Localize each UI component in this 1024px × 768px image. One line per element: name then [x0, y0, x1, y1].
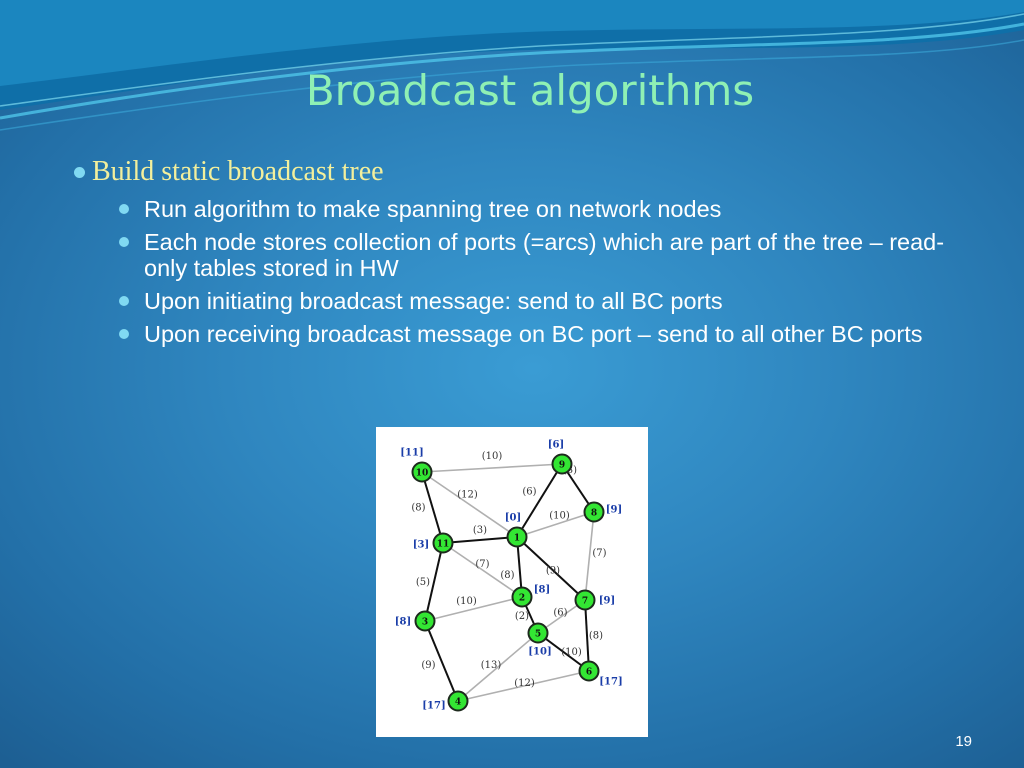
node-distance-tag: [17] — [422, 701, 445, 712]
edge-weight-label: (2) — [515, 611, 529, 622]
bullet-dot-icon — [119, 329, 129, 339]
node-distance-tag: [11] — [400, 448, 423, 459]
edge-weight-label: (8) — [411, 503, 425, 514]
node-distance-tag: [17] — [599, 677, 622, 688]
node-distance-tag: [3] — [413, 540, 429, 551]
graph-node-9 — [551, 453, 573, 475]
slide-title: Broadcast algorithms — [305, 66, 755, 115]
main-bullet-text: Build static broadcast tree — [92, 156, 384, 187]
graph-edge-4-6 — [457, 670, 590, 702]
edge-weight-label: (10) — [549, 511, 570, 522]
graph-edge-10-11 — [421, 471, 444, 544]
graph-edge-11-2 — [442, 542, 523, 598]
graph-edge-9-1 — [516, 463, 563, 538]
graph-node-2 — [511, 586, 533, 608]
node-id-label: 8 — [591, 509, 597, 519]
graph-edge-1-7 — [516, 536, 586, 601]
node-distance-tag: [9] — [599, 596, 615, 607]
edge-weight-label: (3) — [473, 525, 487, 536]
graph-edge-11-3 — [424, 542, 444, 622]
node-id-label: 4 — [455, 698, 461, 708]
edge-weight-label: (9) — [421, 660, 435, 671]
graph-node-10 — [411, 461, 433, 483]
graph-edge-10-9 — [421, 463, 563, 473]
edge-weight-label: (12) — [457, 490, 478, 501]
edge-weight-label: (6) — [522, 487, 536, 498]
graph-node-1 — [506, 526, 528, 548]
spanning-tree-figure: (10)(12)(8)(6)(3)(10)(3)(7)(8)(9)(7)(5)(… — [376, 427, 648, 737]
node-distance-tag: [8] — [395, 617, 411, 628]
node-id-label: 3 — [422, 618, 428, 628]
edge-weight-label: (10) — [561, 647, 582, 658]
spanning-tree-graph: (10)(12)(8)(6)(3)(10)(3)(7)(8)(9)(7)(5)(… — [395, 440, 623, 712]
graph-node-8 — [583, 501, 605, 523]
node-id-label: 9 — [559, 461, 565, 471]
graph-node-7 — [574, 589, 596, 611]
graph-node-4 — [447, 690, 469, 712]
bullet-dot-icon — [119, 237, 129, 247]
node-id-label: 6 — [586, 668, 592, 678]
graph-edge-7-6 — [584, 599, 590, 672]
main-bullet: Build static broadcast tree — [74, 156, 976, 188]
page-number: 19 — [955, 733, 972, 750]
graph-node-3 — [414, 610, 436, 632]
graph-node-5 — [527, 622, 549, 644]
graph-edge-10-1 — [421, 471, 518, 538]
header-wave-decoration — [0, 0, 1024, 131]
graph-edge-1-8 — [516, 511, 595, 538]
bullet-dot-icon — [74, 167, 85, 178]
edge-weight-label: (12) — [514, 678, 535, 689]
edge-weight-label: (8) — [589, 631, 603, 642]
node-distance-tag: [0] — [505, 513, 521, 524]
sub-bullet-item: Run algorithm to make spanning tree on n… — [118, 196, 964, 222]
node-distance-tag: [9] — [606, 505, 622, 516]
node-distance-tag: [6] — [548, 440, 564, 451]
edge-weight-label: (8) — [500, 570, 514, 581]
graph-edge-4-5 — [457, 632, 539, 702]
graph-edge-5-6 — [537, 632, 590, 672]
edge-weight-label: (7) — [475, 559, 489, 570]
sub-bullet-item: Each node stores collection of ports (=a… — [118, 229, 964, 281]
graph-edge-3-2 — [424, 596, 523, 622]
sub-bullet-item: Upon receiving broadcast message on BC p… — [118, 321, 964, 347]
sub-bullet-item: Upon initiating broadcast message: send … — [118, 288, 964, 314]
node-id-label: 11 — [437, 540, 450, 550]
graph-edge-3-4 — [424, 620, 459, 702]
edge-weight-label: (7) — [592, 548, 606, 559]
edge-weight-label: (9) — [546, 566, 560, 577]
node-id-label: 5 — [535, 630, 541, 640]
node-id-label: 7 — [582, 597, 588, 607]
graph-node-11 — [432, 532, 454, 554]
edge-weight-label: (5) — [416, 577, 430, 588]
edge-weight-label: (6) — [553, 608, 567, 619]
sub-bullet-list: Run algorithm to make spanning tree on n… — [118, 196, 964, 354]
edge-weight-label: (10) — [482, 451, 503, 462]
node-id-label: 10 — [416, 469, 429, 479]
graph-node-6 — [578, 660, 600, 682]
bullet-dot-icon — [119, 296, 129, 306]
graph-edge-11-1 — [442, 536, 518, 544]
bullet-dot-icon — [119, 204, 129, 214]
edge-weight-label: (10) — [456, 596, 477, 607]
node-distance-tag: [10] — [528, 647, 551, 658]
graph-edge-8-7 — [584, 511, 595, 601]
node-id-label: 2 — [519, 594, 525, 604]
edge-weight-label: (13) — [481, 660, 502, 671]
node-id-label: 1 — [514, 534, 520, 544]
node-distance-tag: [8] — [534, 585, 550, 596]
